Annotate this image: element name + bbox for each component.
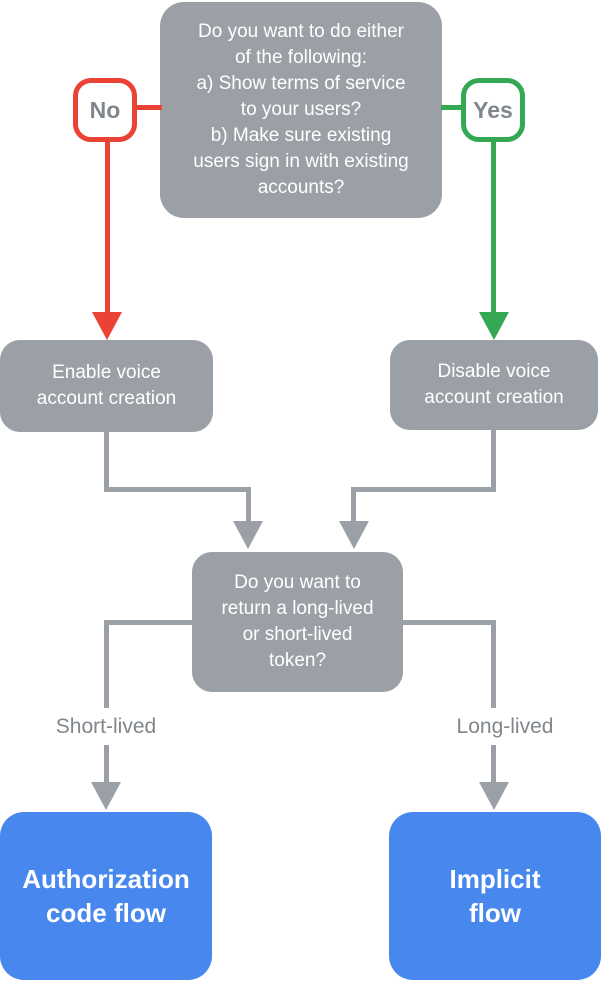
arrowhead-no-down bbox=[92, 312, 122, 340]
connector-enable-into-question bbox=[246, 487, 251, 523]
connector-long-lived-horizontal bbox=[402, 620, 496, 625]
connector-no-horizontal bbox=[135, 105, 162, 110]
connector-disable-into-question bbox=[351, 487, 356, 523]
edge-label-short-lived: Short-lived bbox=[22, 708, 190, 745]
badge-yes: Yes bbox=[461, 78, 525, 142]
badge-no: No bbox=[73, 78, 137, 142]
node-implicit-flow: Implicit flow bbox=[389, 812, 601, 980]
connector-no-vertical bbox=[105, 139, 110, 314]
node-disable-voice-account-creation: Disable voice account creation bbox=[390, 340, 598, 430]
node-token-question: Do you want to return a long-lived or sh… bbox=[192, 552, 403, 692]
arrowhead-yes-down bbox=[479, 312, 509, 340]
connector-long-lived-vertical bbox=[491, 620, 496, 784]
arrowhead-enable-into-question bbox=[233, 521, 263, 549]
arrowhead-long-lived-down bbox=[479, 782, 509, 810]
connector-enable-horizontal bbox=[104, 487, 251, 492]
connector-disable-down bbox=[491, 430, 496, 492]
arrowhead-short-lived-down bbox=[91, 782, 121, 810]
connector-short-lived-horizontal bbox=[104, 620, 194, 625]
connector-yes-horizontal bbox=[441, 105, 463, 110]
connector-yes-vertical bbox=[491, 139, 496, 314]
node-authorization-code-flow: Authorization code flow bbox=[0, 812, 212, 980]
connector-short-lived-vertical bbox=[104, 620, 109, 784]
connector-disable-horizontal bbox=[351, 487, 496, 492]
arrowhead-disable-into-question bbox=[339, 521, 369, 549]
edge-label-long-lived: Long-lived bbox=[411, 708, 599, 745]
connector-enable-down bbox=[104, 432, 109, 492]
node-top-question: Do you want to do either of the followin… bbox=[160, 2, 442, 218]
node-enable-voice-account-creation: Enable voice account creation bbox=[0, 340, 213, 432]
